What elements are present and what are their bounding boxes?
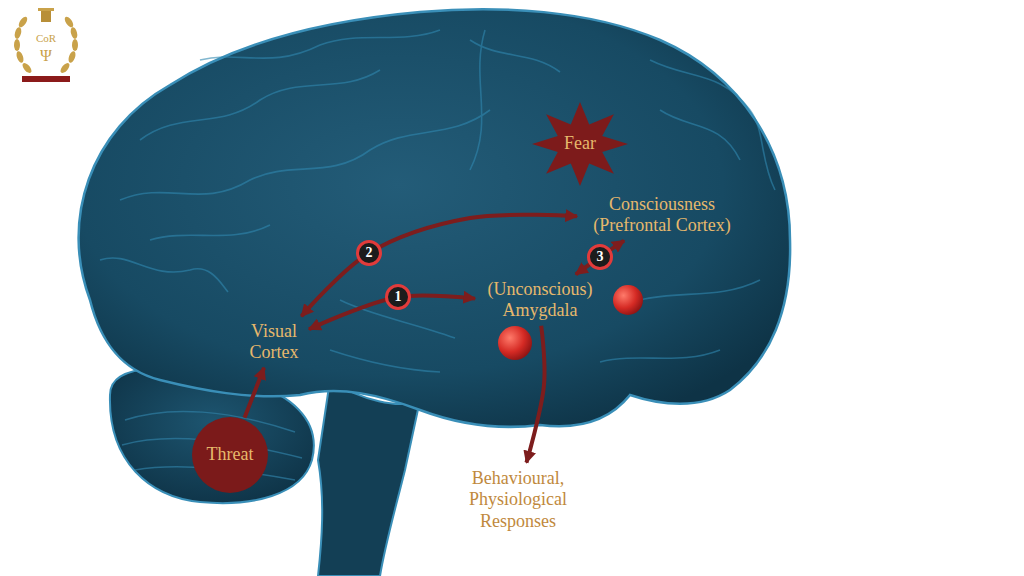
region-label: Consciousness (Prefrontal Cortex): [582, 194, 742, 235]
stimulus-label: Threat: [207, 445, 254, 465]
callout-number: 1: [385, 284, 411, 310]
brain-region: (Unconscious) Amygdala: [477, 276, 603, 323]
region-label: Visual Cortex: [244, 321, 304, 362]
cerebrum: [79, 9, 791, 427]
threat-circle: Threat: [192, 417, 268, 493]
pathway-arrow: [526, 326, 544, 463]
callout-number: 2: [356, 240, 382, 266]
pathway-arrow: [576, 241, 624, 275]
response-block: Behavioural, Physiological Responses: [450, 465, 586, 536]
brain-region: Visual Cortex: [241, 318, 307, 365]
region-label: (Unconscious) Amygdala: [480, 279, 600, 320]
star-outline: [532, 102, 628, 186]
logo-emblem: [14, 8, 79, 82]
brain-gyri: [100, 30, 775, 372]
fear-star: Fear: [532, 102, 628, 186]
emotion-label: Fear: [564, 134, 596, 154]
callout-number: 3: [587, 244, 613, 270]
brainstem: [318, 380, 420, 576]
pathway-arrow: [245, 368, 264, 418]
response-label: Behavioural, Physiological Responses: [453, 468, 583, 533]
logo-text: CoR: [36, 32, 56, 44]
prefrontal-sphere: [613, 285, 643, 315]
logo-symbol: Ψ: [40, 47, 52, 65]
brain-region: Consciousness (Prefrontal Cortex): [579, 191, 745, 238]
amygdala-sphere: [498, 326, 532, 360]
